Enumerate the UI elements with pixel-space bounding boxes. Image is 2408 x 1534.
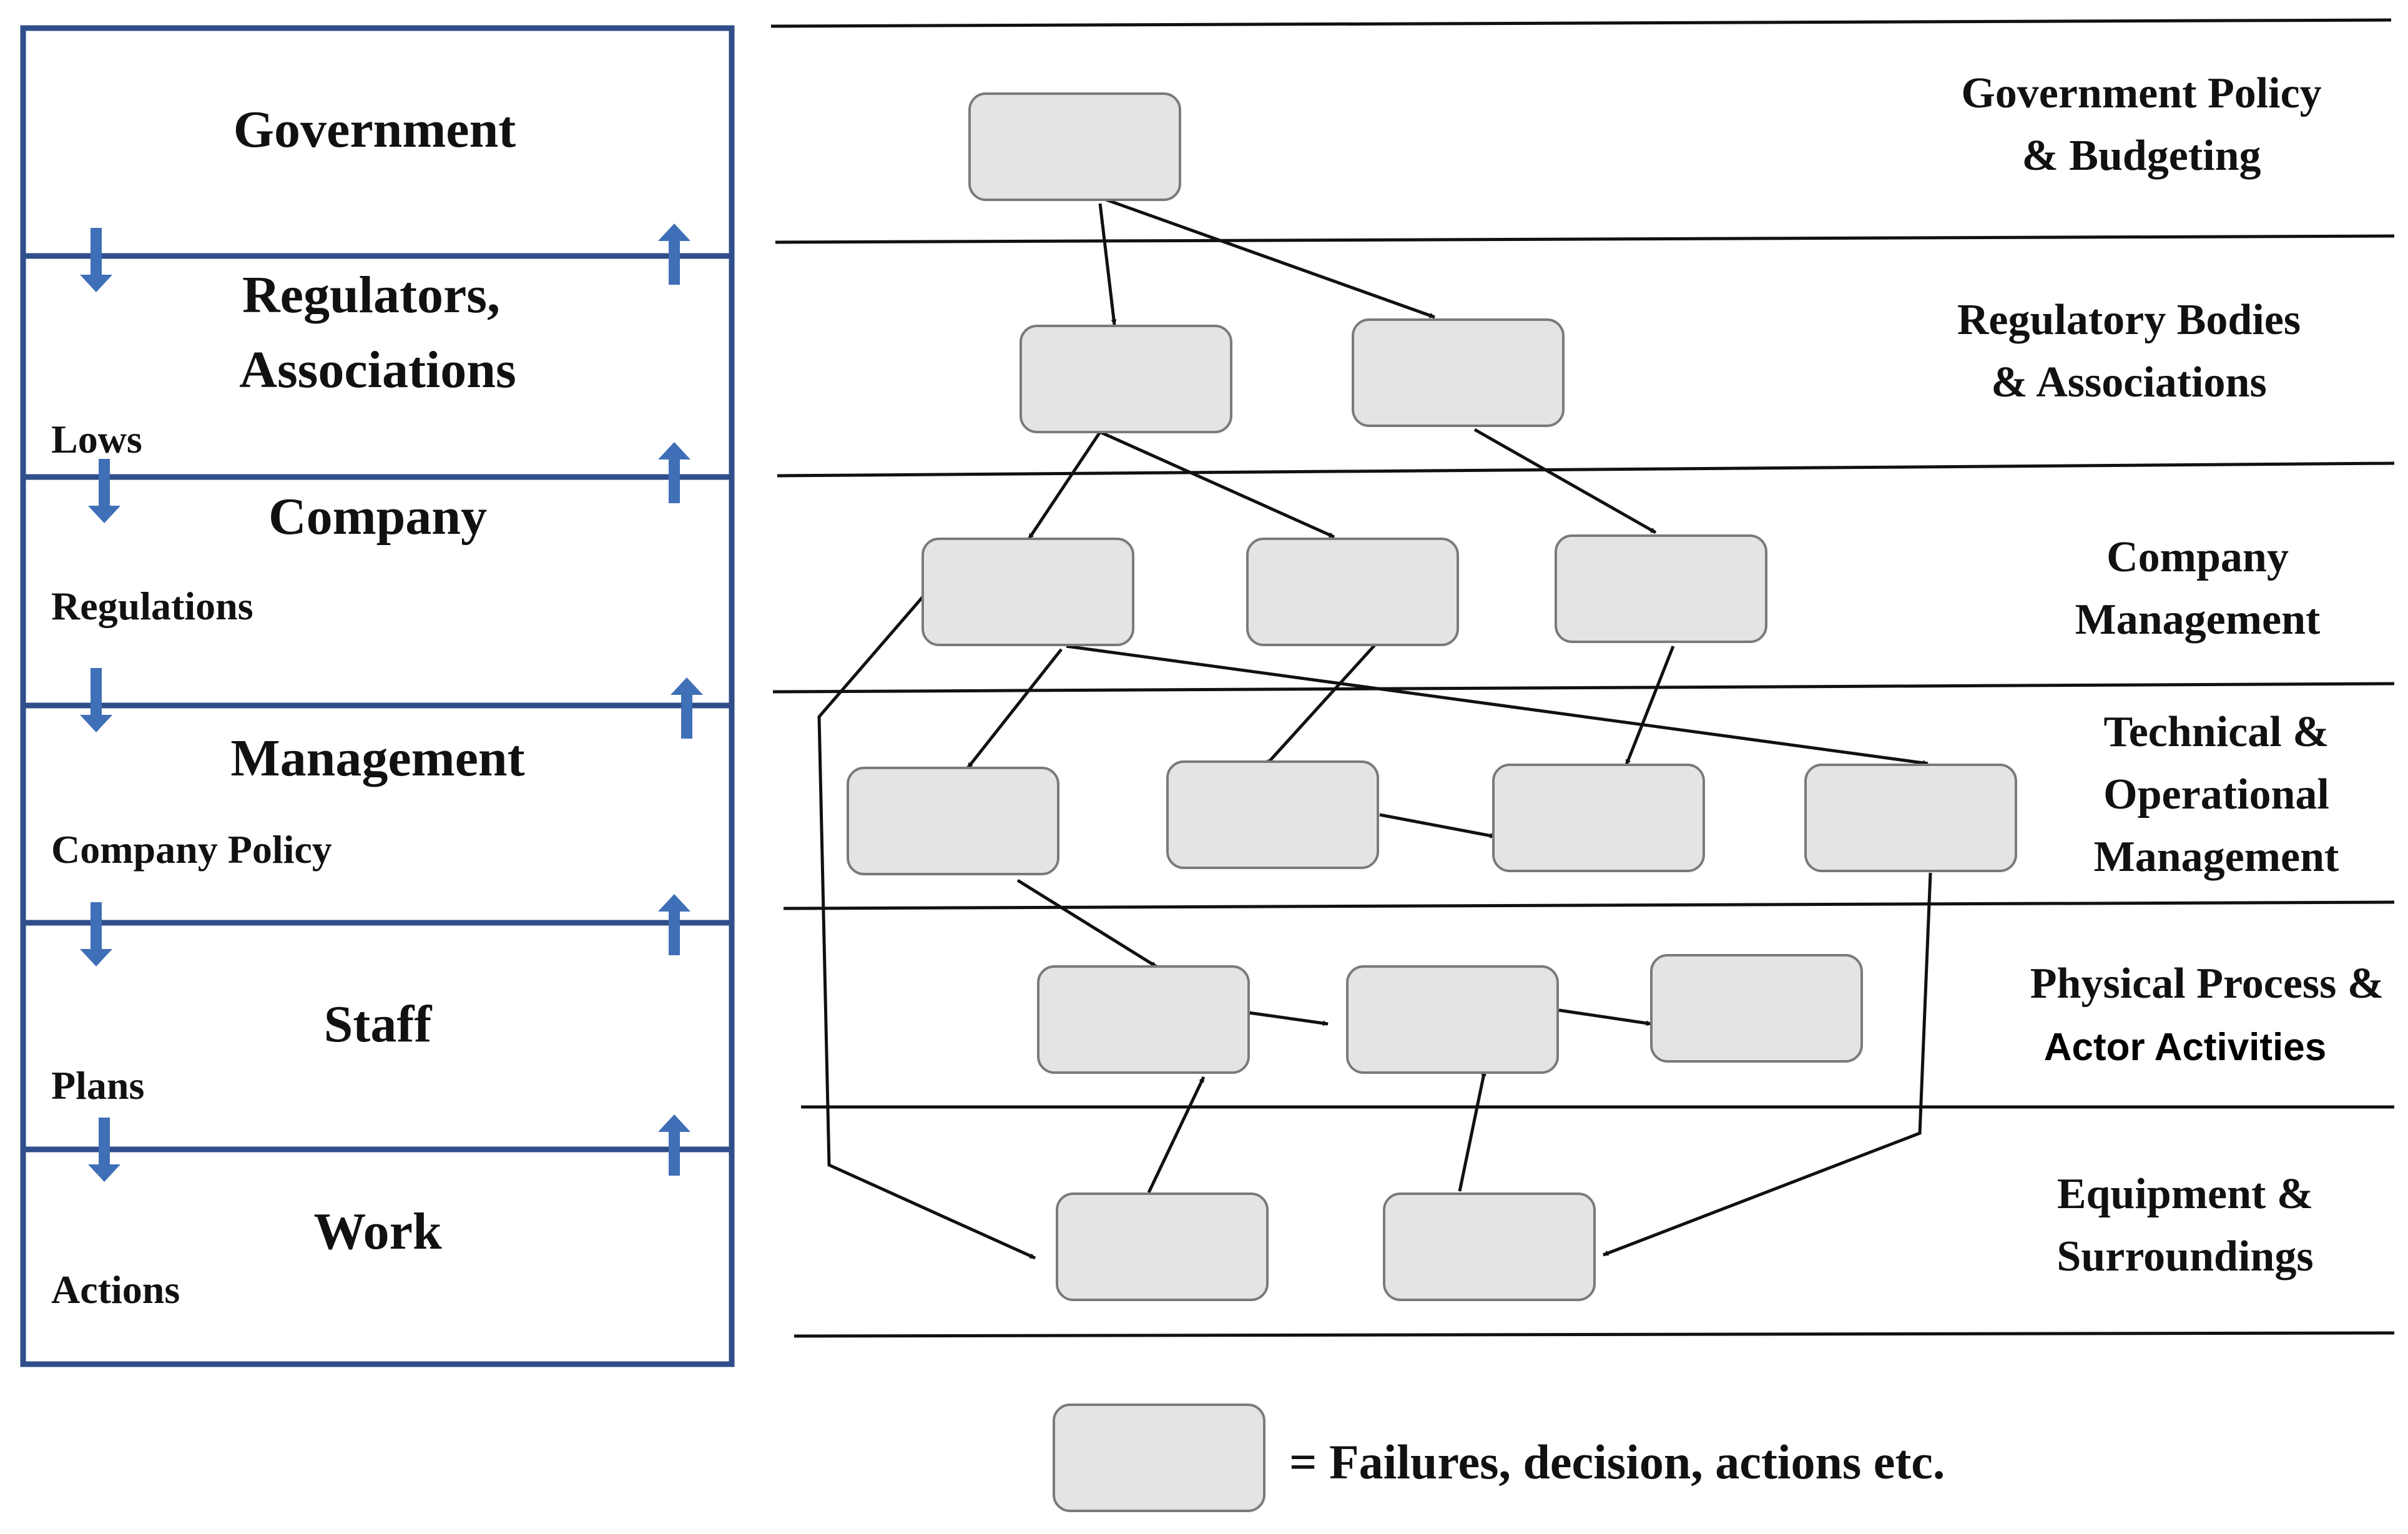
band-label-physical-process: Physical Process &Actor Activities <box>2030 960 2384 1069</box>
node-technical-1 <box>847 767 1059 875</box>
edge-arrow <box>1458 1070 1487 1192</box>
node-equipment-2 <box>1383 1192 1596 1301</box>
level-hierarchy-panel: Government Regulators, Associations Comp… <box>20 25 735 1367</box>
edge-arrow <box>1106 198 1435 319</box>
edge-arrow <box>1016 878 1157 968</box>
edge-arrow <box>966 648 1063 769</box>
down-arrows <box>80 228 120 1182</box>
node-company-1 <box>921 538 1134 646</box>
level-name-regulators-line1: Regulators, <box>242 266 500 324</box>
flow-label-plans: Plans <box>51 1063 144 1108</box>
legend-text: = Failures, decision, actions etc. <box>1289 1435 1945 1489</box>
node-technical-3 <box>1492 764 1705 872</box>
node-company-2 <box>1246 538 1459 646</box>
node-physical-3 <box>1650 954 1863 1063</box>
level-name-government: Government <box>233 101 516 159</box>
edge-arrow <box>1603 872 1932 1257</box>
edge-arrow <box>1066 644 1929 766</box>
level-name-work: Work <box>313 1202 442 1261</box>
node-physical-1 <box>1037 965 1250 1074</box>
down-arrow-icon <box>88 459 120 523</box>
up-arrow-icon <box>671 677 703 739</box>
band-label-government-policy: Government Policy& Budgeting <box>1961 69 2321 180</box>
band-line <box>777 461 2395 478</box>
edge-arrow <box>1027 431 1102 540</box>
edge-arrow <box>1098 203 1117 325</box>
node-technical-4 <box>1804 764 2017 872</box>
level-name-staff: Staff <box>324 995 433 1053</box>
legend-swatch <box>1053 1404 1265 1512</box>
band-label-equipment: Equipment &Surroundings <box>2057 1170 2313 1281</box>
causal-edges <box>817 198 1932 1260</box>
level-name-management: Management <box>230 729 524 787</box>
level-panel-border <box>20 25 735 1367</box>
failure-nodes <box>847 92 2017 1301</box>
node-regulatory-2 <box>1352 318 1565 427</box>
level-name-regulators-line2: Associations <box>239 341 516 399</box>
band-separators <box>770 18 2395 1338</box>
level-name-regulators: Regulators, Associations <box>239 266 516 399</box>
level-name-company: Company <box>268 488 487 546</box>
band-line <box>770 18 2392 28</box>
edge-arrow <box>1473 428 1657 534</box>
flow-label-actions: Actions <box>51 1267 180 1312</box>
node-company-3 <box>1555 534 1767 643</box>
edge-arrow <box>1624 646 1675 765</box>
edge-arrow <box>817 596 1036 1260</box>
node-physical-2 <box>1346 965 1559 1074</box>
down-arrow-icon <box>80 902 112 966</box>
node-regulatory-1 <box>1020 325 1232 433</box>
up-arrow-icon <box>658 442 690 503</box>
band-line <box>772 682 2395 694</box>
up-arrow-icon <box>658 1114 690 1176</box>
edge-arrow <box>1248 1011 1329 1026</box>
band-line <box>783 900 2395 910</box>
legend: = Failures, decision, actions etc. <box>1053 1404 1945 1512</box>
flow-label-regulations: Regulations <box>51 584 253 628</box>
band-labels: Government Policy& Budgeting Regulatory … <box>1957 69 2384 1281</box>
edge-arrow <box>1147 1076 1206 1194</box>
edge-arrow <box>1265 642 1378 766</box>
edge-arrow <box>1099 430 1335 539</box>
node-equipment-1 <box>1056 1192 1269 1301</box>
node-government-policy <box>968 92 1181 201</box>
up-arrow-icon <box>658 894 690 955</box>
up-arrow-icon <box>658 224 690 285</box>
node-technical-2 <box>1166 760 1379 869</box>
band-line <box>775 234 2395 244</box>
flow-label-lows: Lows <box>51 417 142 461</box>
edge-arrow <box>1379 813 1496 838</box>
down-arrow-icon <box>80 668 112 732</box>
down-arrow-icon <box>88 1118 120 1182</box>
band-line <box>794 1331 2395 1338</box>
up-arrows <box>658 224 703 1176</box>
edge-arrow <box>1558 1008 1652 1026</box>
flow-label-company-policy: Company Policy <box>51 827 332 872</box>
down-arrow-icon <box>80 228 112 292</box>
band-label-regulatory-bodies: Regulatory Bodies& Associations <box>1957 296 2301 406</box>
